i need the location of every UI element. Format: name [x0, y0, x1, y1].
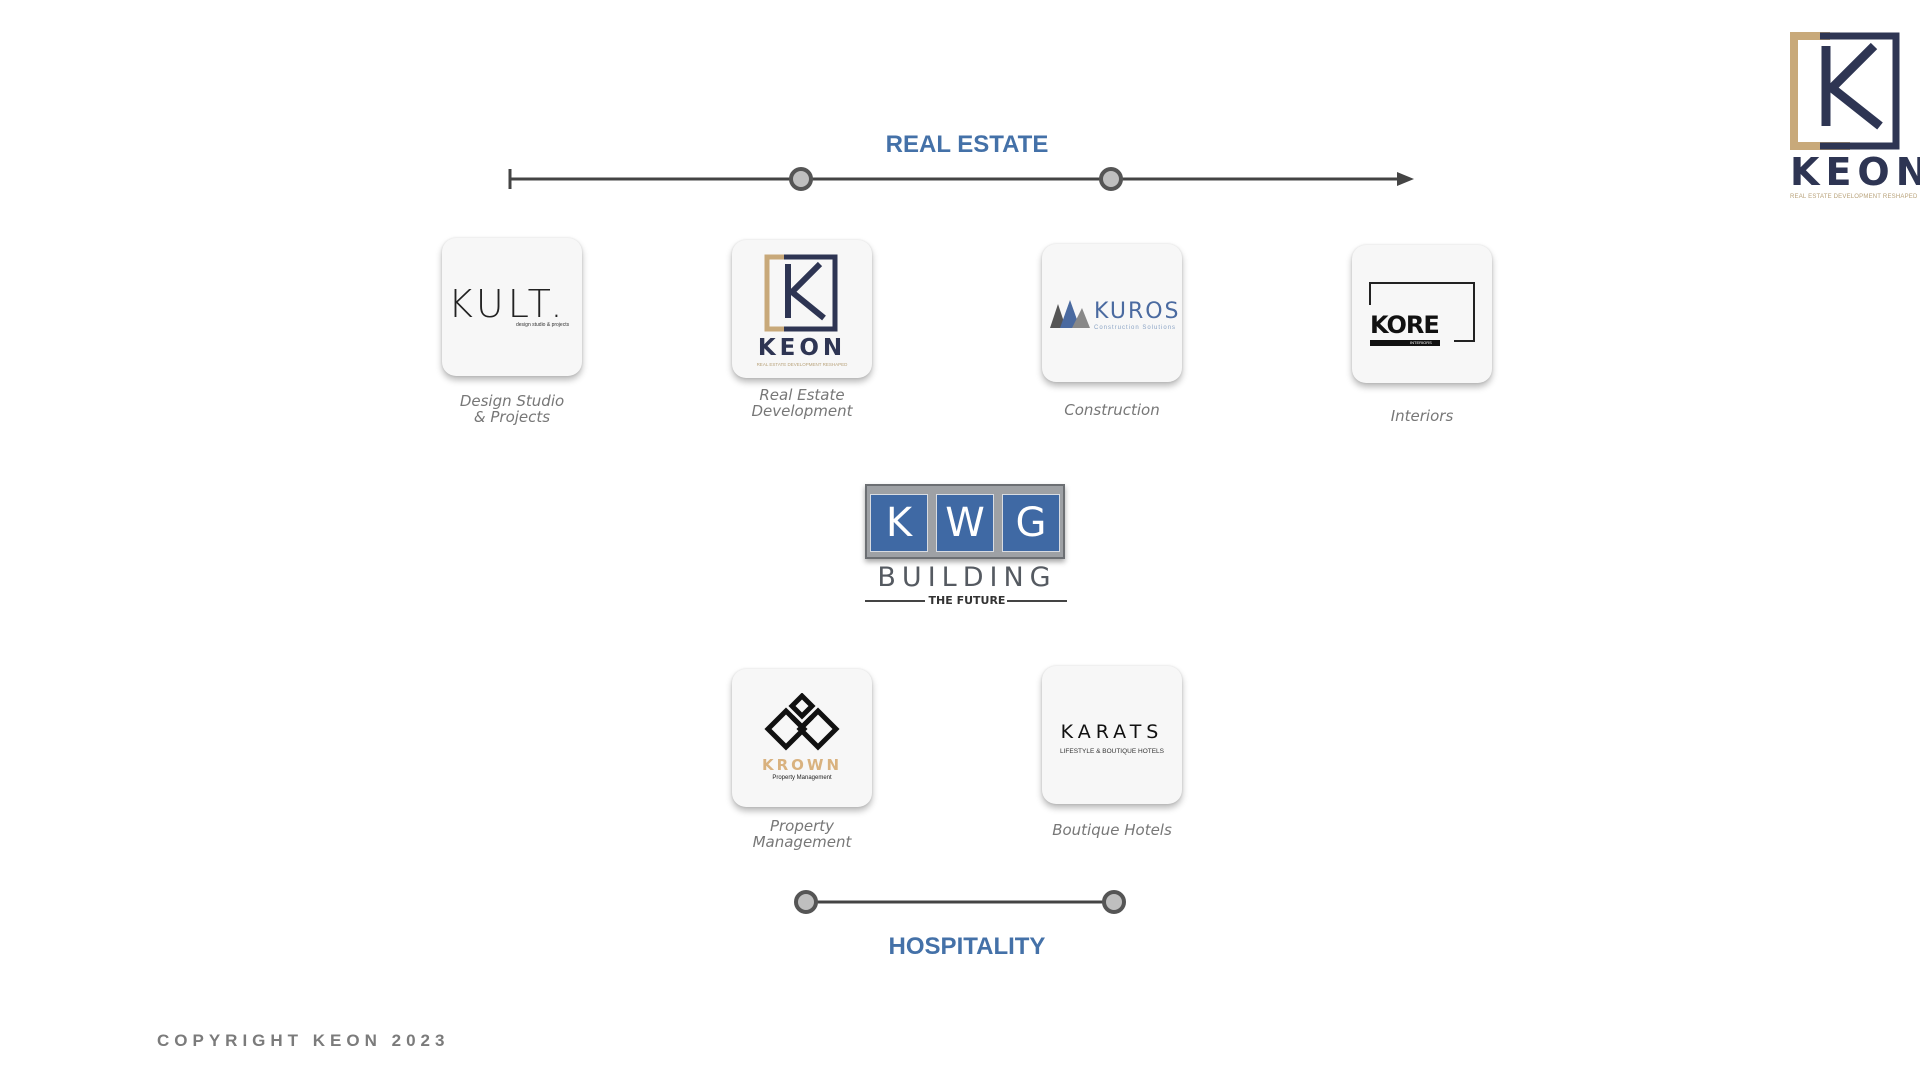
kore-frame-icon: [1369, 282, 1475, 342]
kult-logo-word: KULT.: [448, 282, 567, 326]
kore-card[interactable]: KORE INTERIORS: [1352, 245, 1492, 383]
caption-line: Property: [769, 817, 835, 835]
hospitality-heading: HOSPITALITY: [888, 933, 1046, 960]
kwg-rule: [865, 600, 925, 602]
kwg-future-text: THE FUTURE: [928, 594, 1006, 607]
copyright-text: COPYRIGHT KEON 2023: [157, 1031, 450, 1050]
caption-line: Real Estate: [759, 386, 845, 404]
keon-k-mark-icon: [764, 254, 838, 332]
real-estate-heading: REAL ESTATE: [885, 131, 1049, 158]
corner-logo-word: KEON: [1790, 150, 1920, 194]
karats-logo-word: KARATS: [1060, 721, 1164, 743]
timeline-node: [1102, 890, 1126, 914]
kult-logo-sub: design studio & projects: [516, 322, 570, 328]
krown-lattice-icon: [764, 693, 840, 751]
krown-caption: Property Management: [702, 818, 902, 850]
kwg-building-text: BUILDING: [877, 562, 1057, 593]
krown-card[interactable]: KROWN Property Management: [732, 669, 872, 807]
kwg-letter-box: G: [1002, 494, 1060, 552]
kwg-letter-box: W: [936, 494, 994, 552]
timeline-node: [794, 890, 818, 914]
keon-card[interactable]: KEON REAL ESTATE DEVELOPMENT RESHAPED: [732, 240, 872, 378]
kult-caption: Design Studio & Projects: [412, 393, 612, 425]
corner-logo-tagline: REAL ESTATE DEVELOPMENT RESHAPED: [1790, 194, 1918, 200]
karats-card[interactable]: KARATS LIFESTYLE & BOUTIQUE HOTELS: [1042, 666, 1182, 804]
caption-line: Management: [752, 833, 852, 851]
keon-k-mark-icon: [1790, 32, 1900, 150]
kwg-rule: [1007, 600, 1067, 602]
timeline-arrowhead: [1397, 172, 1414, 186]
caption-line: Construction: [1064, 401, 1160, 419]
kore-logo-bar: [1370, 340, 1440, 346]
timeline-node: [789, 167, 813, 191]
kuros-card[interactable]: KUROS Construction Solutions: [1042, 244, 1182, 382]
kuros-logo-word: KUROS: [1094, 299, 1181, 324]
karats-logo-sub: LIFESTYLE & BOUTIQUE HOTELS: [1059, 748, 1165, 755]
caption-line: Development: [751, 402, 853, 420]
kwg-letter-box: K: [870, 494, 928, 552]
kore-logo-sub: INTERIORS: [1410, 340, 1432, 345]
kult-card[interactable]: KULT. design studio & projects: [442, 238, 582, 376]
kwg-logo: K W G BUILDING THE FUTURE: [862, 484, 1072, 614]
keon-logo-word: KEON: [757, 335, 847, 361]
hospitality-timeline: [794, 890, 1126, 914]
krown-logo-sub: Property Management: [772, 775, 832, 781]
keon-logo-tagline: REAL ESTATE DEVELOPMENT RESHAPED: [756, 362, 848, 367]
kore-logo-word: KORE: [1370, 311, 1440, 339]
kuros-logo-sub: Construction Solutions: [1094, 325, 1177, 331]
krown-logo-word: KROWN: [761, 756, 843, 774]
kwg-frame: K W G: [865, 484, 1065, 559]
kore-caption: Interiors: [1322, 408, 1522, 424]
caption-line: Interiors: [1390, 407, 1454, 425]
caption-line: Design Studio: [459, 392, 565, 410]
keon-caption: Real Estate Development: [702, 387, 902, 419]
caption-line: & Projects: [473, 408, 551, 426]
timeline-node: [1099, 167, 1123, 191]
real-estate-timeline: [508, 167, 1414, 191]
caption-line: Boutique Hotels: [1052, 821, 1172, 839]
keon-corner-logo: KEON REAL ESTATE DEVELOPMENT RESHAPED: [1790, 32, 1920, 207]
karats-caption: Boutique Hotels: [1012, 822, 1212, 838]
kuros-caption: Construction: [1012, 402, 1212, 418]
kuros-mountain-icon: [1050, 300, 1090, 328]
